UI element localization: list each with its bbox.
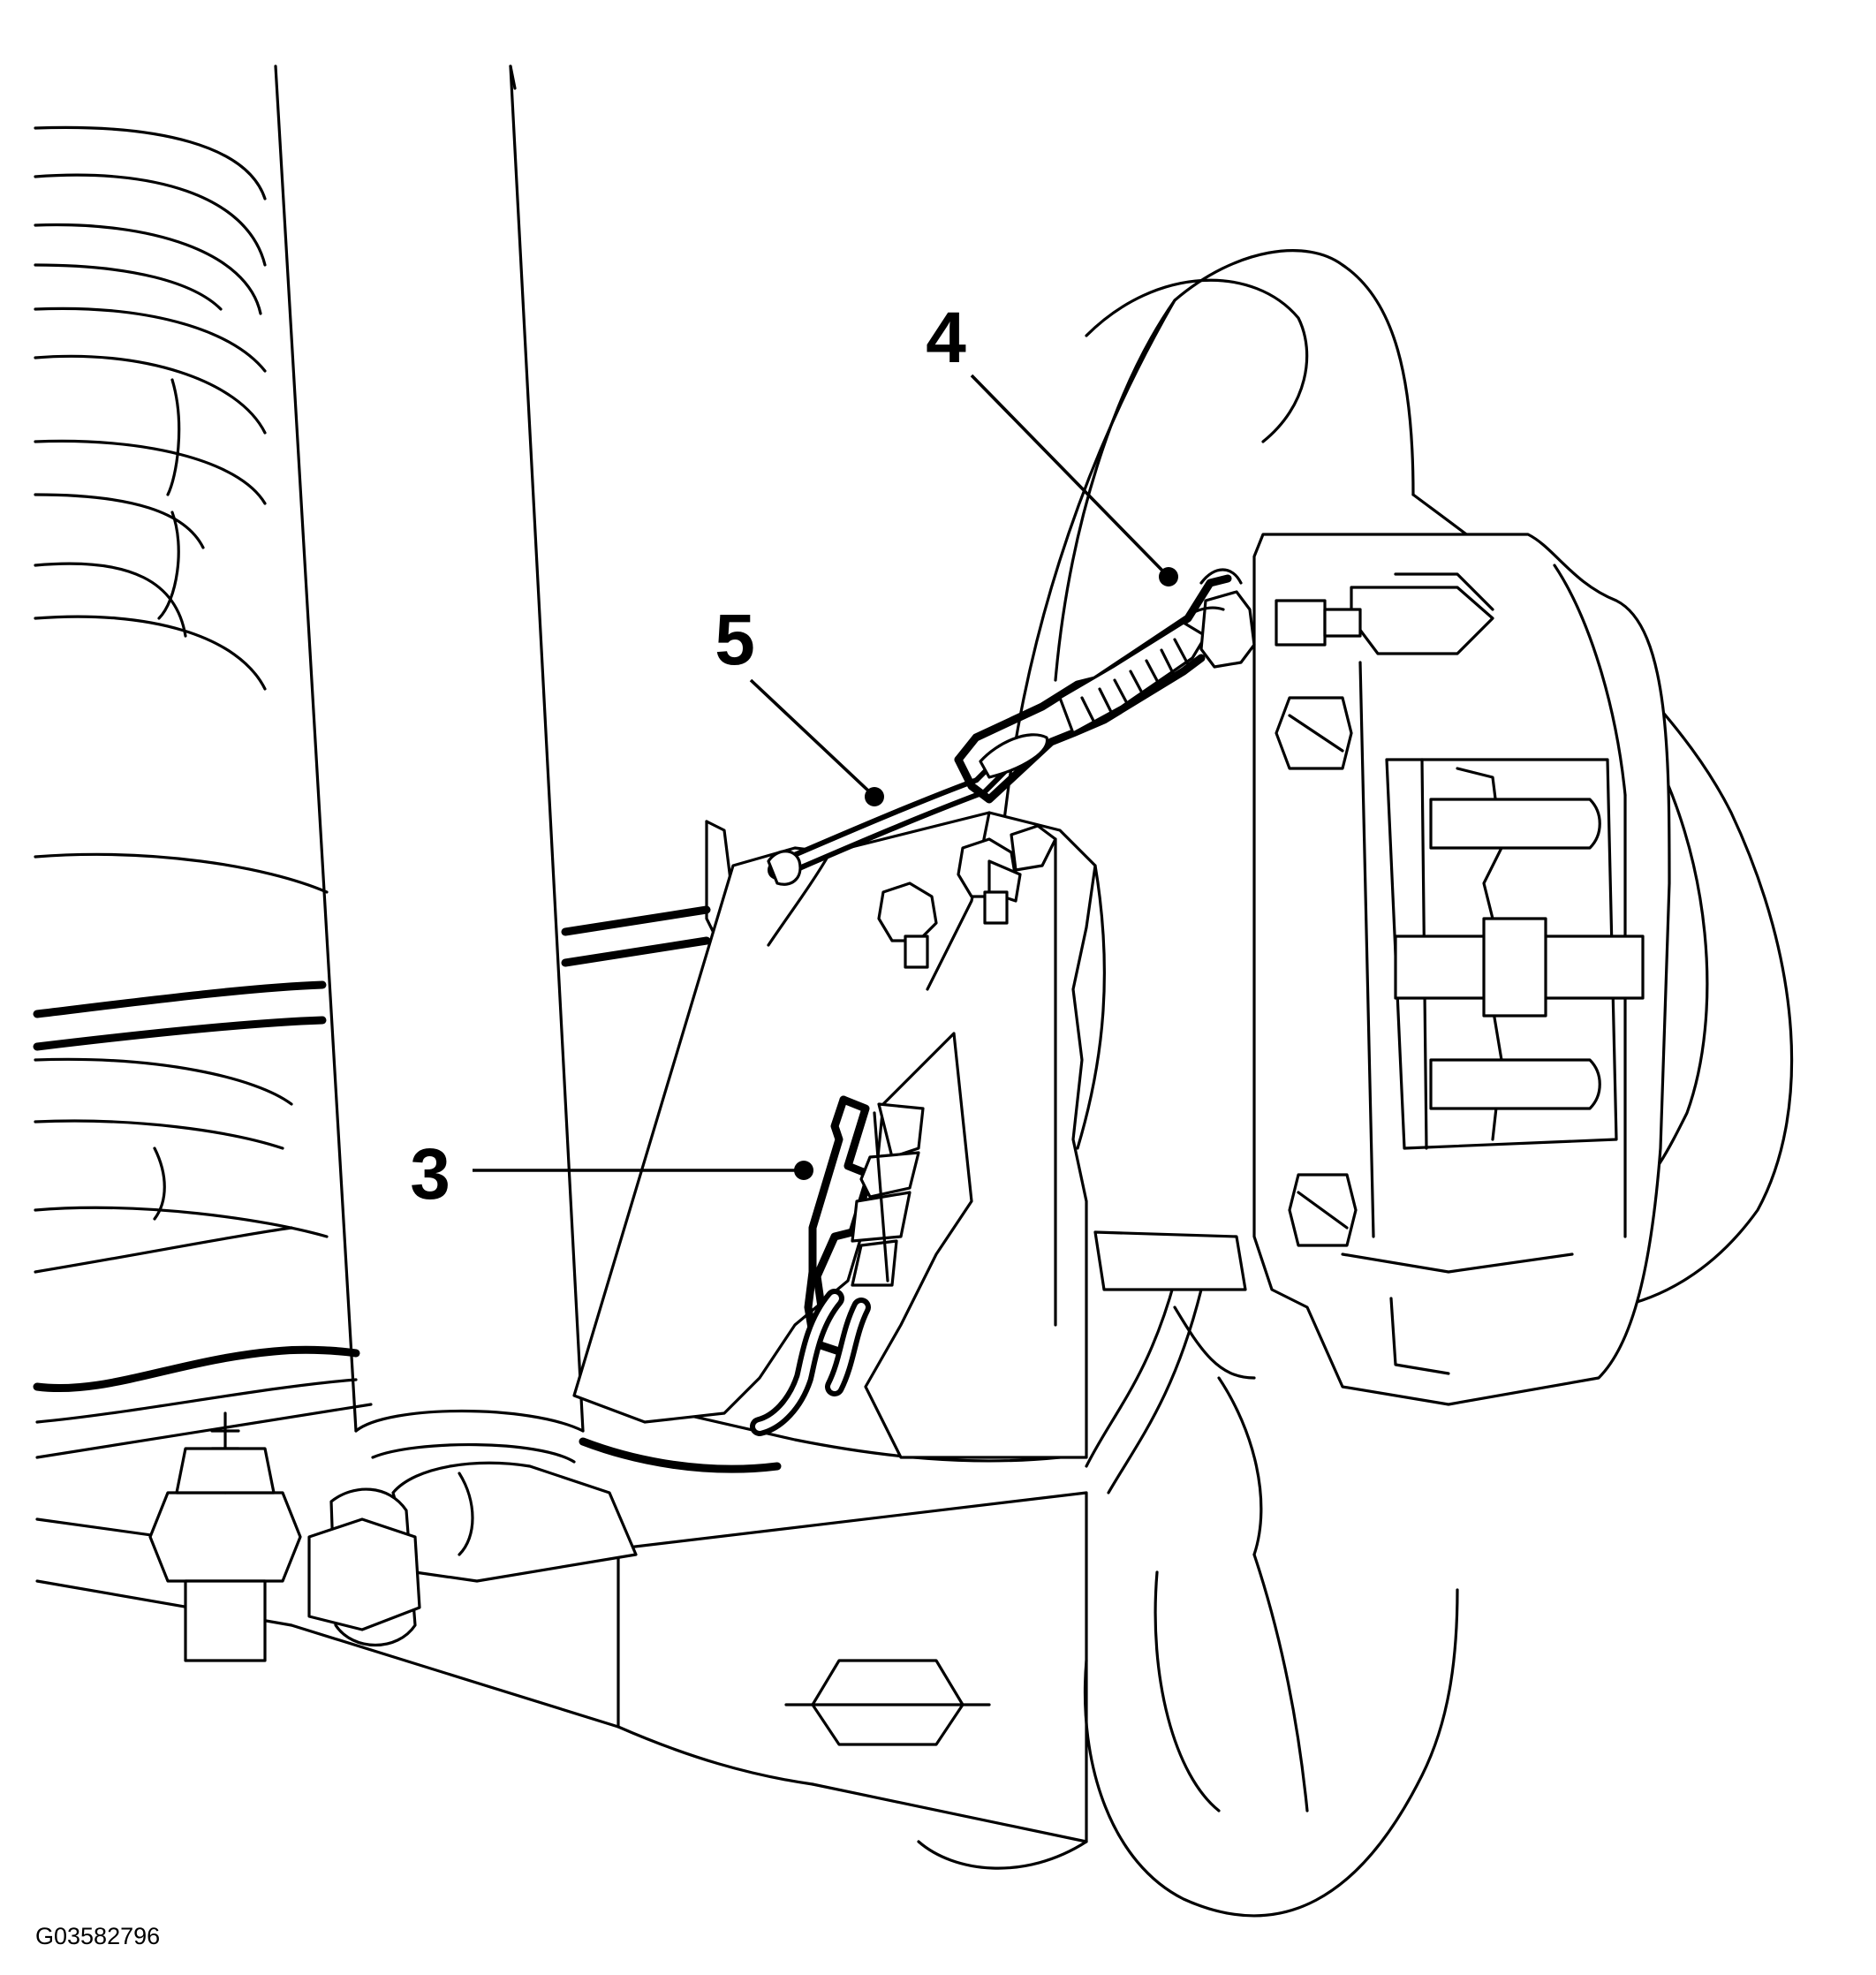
leader-line-5 (749, 678, 872, 794)
wheel-speed-sensor (804, 1095, 925, 1356)
brake-lines (33, 905, 782, 1473)
shock-absorber (274, 64, 585, 1464)
leader-line-4 (970, 374, 1166, 574)
lower-mount-bushing (148, 1411, 638, 1662)
figure-id: G03582796 (35, 1923, 160, 1949)
sensor-cable (750, 1289, 871, 1436)
leader-lines (473, 374, 1178, 1180)
callout-5: 5 (715, 600, 755, 680)
bracket-bolts (877, 824, 1057, 969)
cable-end-spring (954, 568, 1256, 804)
brake-hose (1085, 1230, 1256, 1494)
brake-caliper (1252, 533, 1671, 1406)
callout-4: 4 (926, 298, 966, 378)
leader-dot-5 (865, 787, 884, 806)
brake-disc (994, 249, 1794, 1918)
leader-dot-3 (794, 1161, 813, 1180)
parking-brake-cable (767, 750, 1017, 886)
leader-dot-4 (1159, 567, 1178, 586)
callout-3: 3 (410, 1134, 450, 1215)
coil-spring (34, 125, 329, 1274)
